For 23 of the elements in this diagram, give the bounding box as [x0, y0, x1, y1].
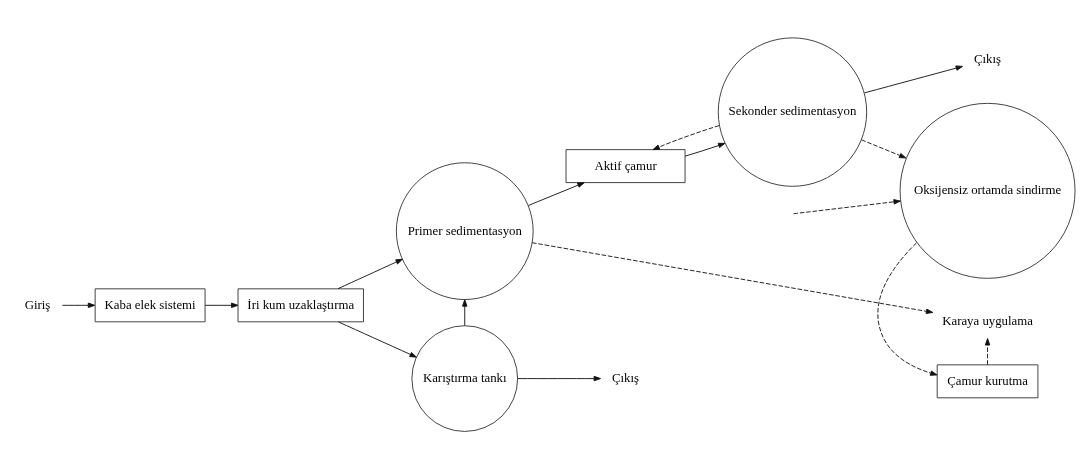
arrow [517, 375, 601, 382]
arrow [528, 182, 585, 206]
arrow [337, 258, 403, 290]
arrow [462, 299, 468, 327]
node-text: Çıkış [612, 370, 640, 385]
node-text: Çıkış [974, 52, 1002, 67]
arrow [204, 302, 239, 308]
node-box: Çamur kurutma [936, 364, 1039, 399]
node-text: Giriş [24, 297, 51, 312]
arrow [864, 65, 963, 94]
arrow [652, 125, 720, 151]
node-box: İri kum uzaklaştırma [237, 288, 364, 323]
arrow [61, 302, 96, 308]
arrow [861, 139, 907, 159]
arrow [338, 321, 417, 358]
arrow [684, 142, 726, 157]
arrow [793, 199, 901, 215]
arrow [531, 242, 934, 314]
node-box: Kaba elek sistemi [94, 288, 206, 323]
arrow [877, 242, 938, 376]
node-text: Karaya uygulama [942, 314, 1033, 329]
node-box: Aktif çamur [565, 149, 686, 184]
arrow [984, 338, 991, 366]
